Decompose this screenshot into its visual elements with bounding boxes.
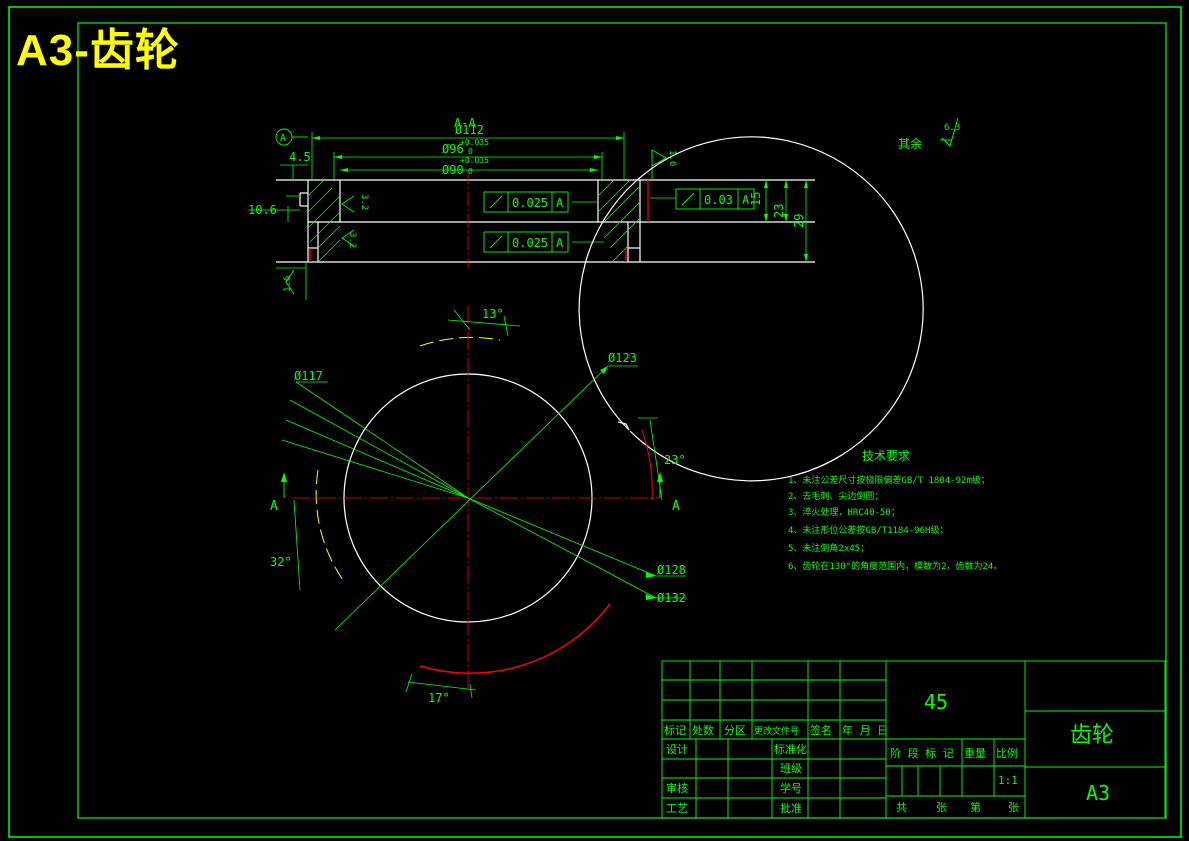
dim-d96-upper: +0.035: [460, 138, 489, 147]
tb-header: 签名: [810, 723, 832, 737]
roughness-2: 3.2: [359, 194, 369, 210]
roughness-3: 3.2: [347, 232, 357, 248]
tech-item: 2、去毛刺、尖边倒圆；: [788, 490, 883, 502]
plan-labels: Ø123 Ø117 Ø128 Ø132 13° 23° 32° 17° A A: [270, 307, 686, 705]
outer-contour: [578, 136, 924, 482]
tb-stage: 阶 段 标 记: [890, 746, 954, 760]
banner-title: A3-齿轮: [16, 26, 180, 75]
dim-d96: Ø96: [442, 142, 464, 156]
dim-h15: 15: [749, 192, 763, 206]
tb-sheet: 张: [1008, 801, 1019, 814]
dim-h23: 23: [772, 204, 786, 218]
tb-scale-label: 比例: [996, 746, 1018, 760]
tb-label: 工艺: [666, 802, 688, 815]
material: 45: [924, 690, 948, 714]
tb-header: 分区: [724, 724, 746, 737]
tech-title: 技术要求: [862, 449, 910, 463]
tech-item: 3、淬火处理，HRC40-50；: [788, 506, 900, 518]
other-roughness-label: 其余: [898, 136, 922, 151]
tb-header: 处数: [692, 724, 714, 737]
section-mark-right: A: [672, 499, 680, 514]
tb-label: 班级: [780, 762, 802, 775]
tb-label: 审核: [666, 781, 688, 795]
dim-d96-lower: 0: [468, 147, 473, 156]
tol-value-2: 0.025: [512, 236, 548, 250]
dim-d123: Ø123: [608, 351, 637, 365]
tb-label: 设计: [666, 743, 688, 756]
dim-d90-upper: +0.035: [460, 156, 489, 165]
inner-frame: [77, 22, 1167, 819]
angle-23: 23°: [664, 453, 686, 467]
tb-label: 标准化: [774, 742, 807, 756]
plan-view: [281, 136, 924, 699]
tech-item: 5、未注倒角2x45；: [788, 542, 869, 554]
dim-d117: Ø117: [294, 369, 323, 383]
datum-letter: A: [280, 133, 286, 144]
tb-sheet: 第: [970, 800, 981, 814]
title-block-text: 45 齿轮 A3 标记 处数 分区 更改文件号 签名 年 月 日 设计 审核 工…: [664, 690, 1114, 815]
dim-h106: 10.6: [248, 203, 277, 217]
tol-datum-1: A: [556, 196, 564, 210]
tech-item: 6、齿轮在130°的角度范围内，模数为2，齿数为24。: [788, 560, 1002, 572]
part-name: 齿轮: [1070, 723, 1114, 748]
tb-sheet: 张: [936, 801, 947, 814]
tol-datum-3: A: [742, 193, 750, 207]
dim-h29: 29: [792, 214, 806, 228]
sheet-size: A3: [1086, 781, 1110, 805]
dim-d132: Ø132: [657, 591, 686, 605]
roughness-4: 1.6: [283, 276, 293, 292]
dim-d90: Ø90: [442, 163, 464, 177]
tb-weight: 重量: [964, 746, 986, 760]
tech-requirements: 技术要求 1、未注公差尺寸按极限偏差GB/T 1804-92m级； 2、去毛刺、…: [788, 449, 1002, 572]
dim-d128: Ø128: [657, 563, 686, 577]
tol-value-3: 0.03: [704, 193, 733, 207]
other-roughness-value: 6.3: [944, 123, 960, 133]
angle-13: 13°: [482, 307, 504, 321]
tol-datum-2: A: [556, 236, 564, 250]
tb-sheet: 共: [896, 801, 907, 814]
title-block: [661, 660, 1166, 819]
roughness-1: 1.6: [667, 150, 677, 166]
tb-scale: 1:1: [998, 774, 1018, 787]
section-labels: A-A Ø112 Ø96 +0.035 0 Ø90 +0.035 0 4.5 1…: [248, 116, 960, 292]
tb-label: 学号: [780, 781, 802, 795]
section-mark-left: A: [270, 499, 278, 514]
tech-item: 4、未注形位公差按GB/T1184-96H级；: [788, 524, 948, 536]
angle-32: 32°: [270, 555, 292, 569]
section-view: [248, 117, 959, 300]
outer-frame: [8, 6, 1182, 838]
tech-item: 1、未注公差尺寸按极限偏差GB/T 1804-92m级；: [788, 474, 990, 486]
tb-header: 更改文件号: [754, 725, 799, 737]
dim-d112: Ø112: [455, 123, 484, 137]
tb-header: 标记: [664, 723, 686, 737]
angle-17: 17°: [428, 691, 450, 705]
dim-w45: 4.5: [289, 150, 311, 164]
tol-value-1: 0.025: [512, 196, 548, 210]
tb-label: 批准: [780, 801, 802, 815]
section-title: A-A: [454, 116, 476, 130]
tb-header: 年 月 日: [842, 723, 888, 737]
dim-d90-lower: 0: [468, 167, 473, 176]
